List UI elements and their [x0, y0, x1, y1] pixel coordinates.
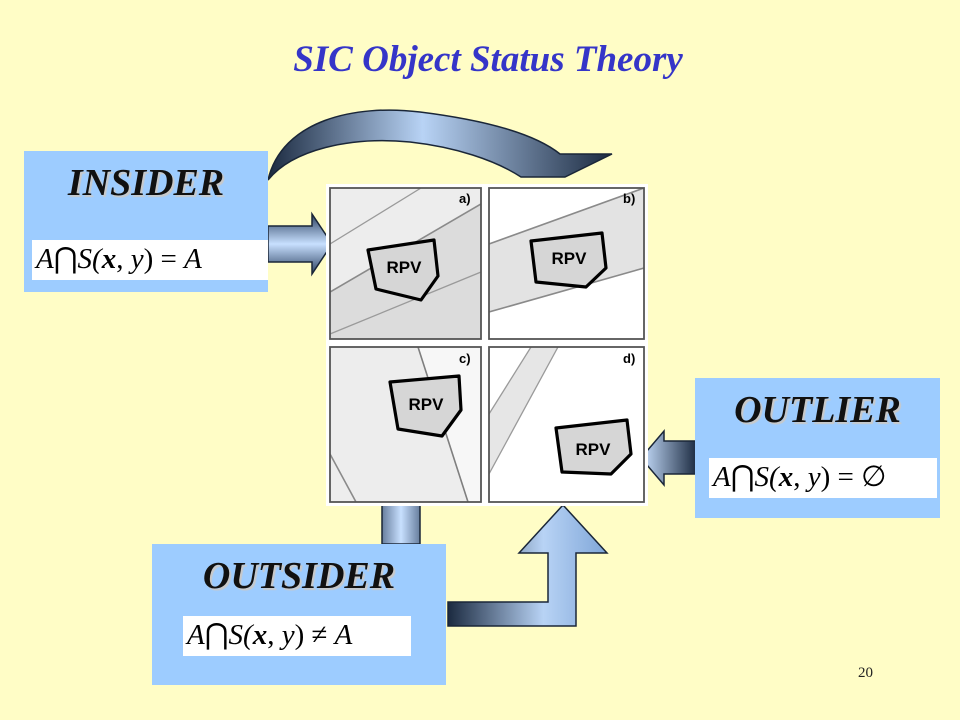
panel-a-label: RPV — [387, 258, 423, 277]
outlier-heading: OUTLIER — [734, 389, 901, 431]
panel-a-tag: a) — [459, 191, 471, 206]
insider-arrow-icon — [267, 211, 333, 277]
panel-b-tag: b) — [623, 191, 635, 206]
panel-d: d) RPV — [488, 346, 645, 503]
page-number: 20 — [858, 665, 873, 681]
outlier-arrow-icon — [640, 428, 698, 488]
curved-arrow-icon — [267, 109, 613, 181]
panel-c-label: RPV — [409, 395, 445, 414]
outsider-bent-arrow-icon — [447, 503, 609, 627]
panel-b-label: RPV — [552, 249, 588, 268]
insider-formula: A⋂S(x, y) = A — [32, 240, 268, 280]
panel-d-tag: d) — [623, 351, 635, 366]
outlier-formula: A⋂S(x, y) = ∅ — [709, 458, 937, 498]
outsider-heading: OUTSIDER — [202, 555, 396, 597]
panel-c-tag: c) — [459, 351, 471, 366]
panel-a: a) RPV — [329, 187, 482, 340]
outsider-formula: A⋂S(x, y) ≠ A — [183, 616, 411, 656]
slide-title: SIC Object Status Theory — [293, 39, 683, 80]
panel-d-label: RPV — [576, 440, 612, 459]
outsider-box: OUTSIDER — [152, 544, 446, 685]
panel-c: c) RPV — [329, 346, 482, 503]
panel-b: b) RPV — [488, 187, 645, 340]
panel-grid: a) RPV b) RPV c) RPV — [326, 184, 648, 506]
insider-heading: INSIDER — [67, 162, 225, 204]
